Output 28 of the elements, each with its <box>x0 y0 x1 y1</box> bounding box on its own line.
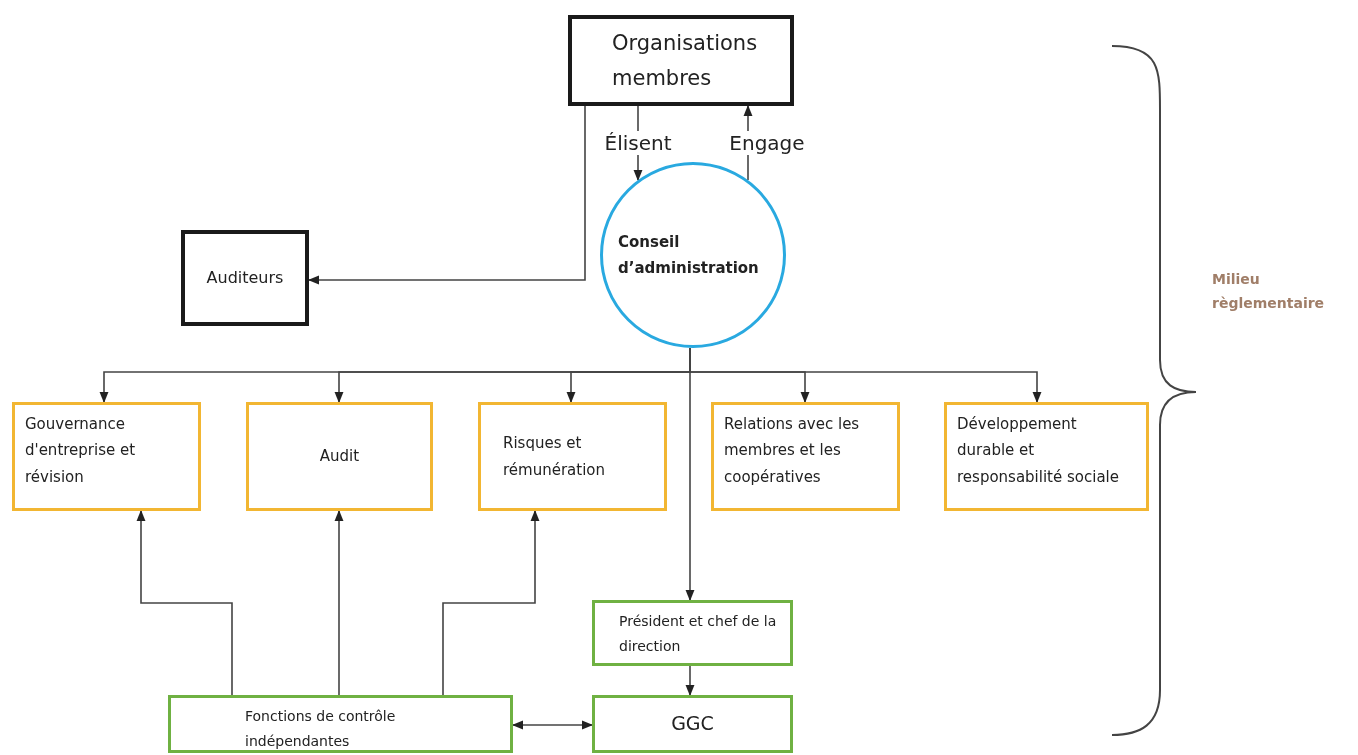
process-box <box>12 402 201 511</box>
process-box <box>592 600 793 666</box>
box-label: Relations avec les membres et les coopératives <box>724 414 861 488</box>
box-label: Risques et rémunération <box>503 433 606 481</box>
box-label: Auditeurs <box>206 267 284 289</box>
process-box <box>568 15 794 106</box>
process-box <box>168 695 513 753</box>
process-box <box>711 402 900 511</box>
arrow <box>334 509 344 696</box>
arrow <box>511 720 594 730</box>
arrow <box>685 347 695 602</box>
box-label: Conseil d’administration <box>618 231 760 279</box>
box-label: Président et chef de la direction <box>619 612 778 656</box>
arrow <box>442 509 540 696</box>
box-label: Développement durable et responsabilité sociale <box>957 414 1120 488</box>
box-label: GGC <box>671 711 714 737</box>
box-label: Organisations membres <box>611 29 759 92</box>
box-label: Gouvernance d'entreprise et révision <box>25 414 137 488</box>
box-label: Fonctions de contrôle indépendantes <box>245 707 397 751</box>
process-box <box>592 695 793 753</box>
side-label: Milieu règlementaire <box>1212 270 1326 313</box>
process-box <box>181 230 309 326</box>
arrow <box>685 665 695 697</box>
process-box <box>246 402 433 511</box>
box-label: Audit <box>319 446 360 468</box>
process-box <box>944 402 1149 511</box>
process-box <box>478 402 667 511</box>
arrow <box>136 509 233 696</box>
